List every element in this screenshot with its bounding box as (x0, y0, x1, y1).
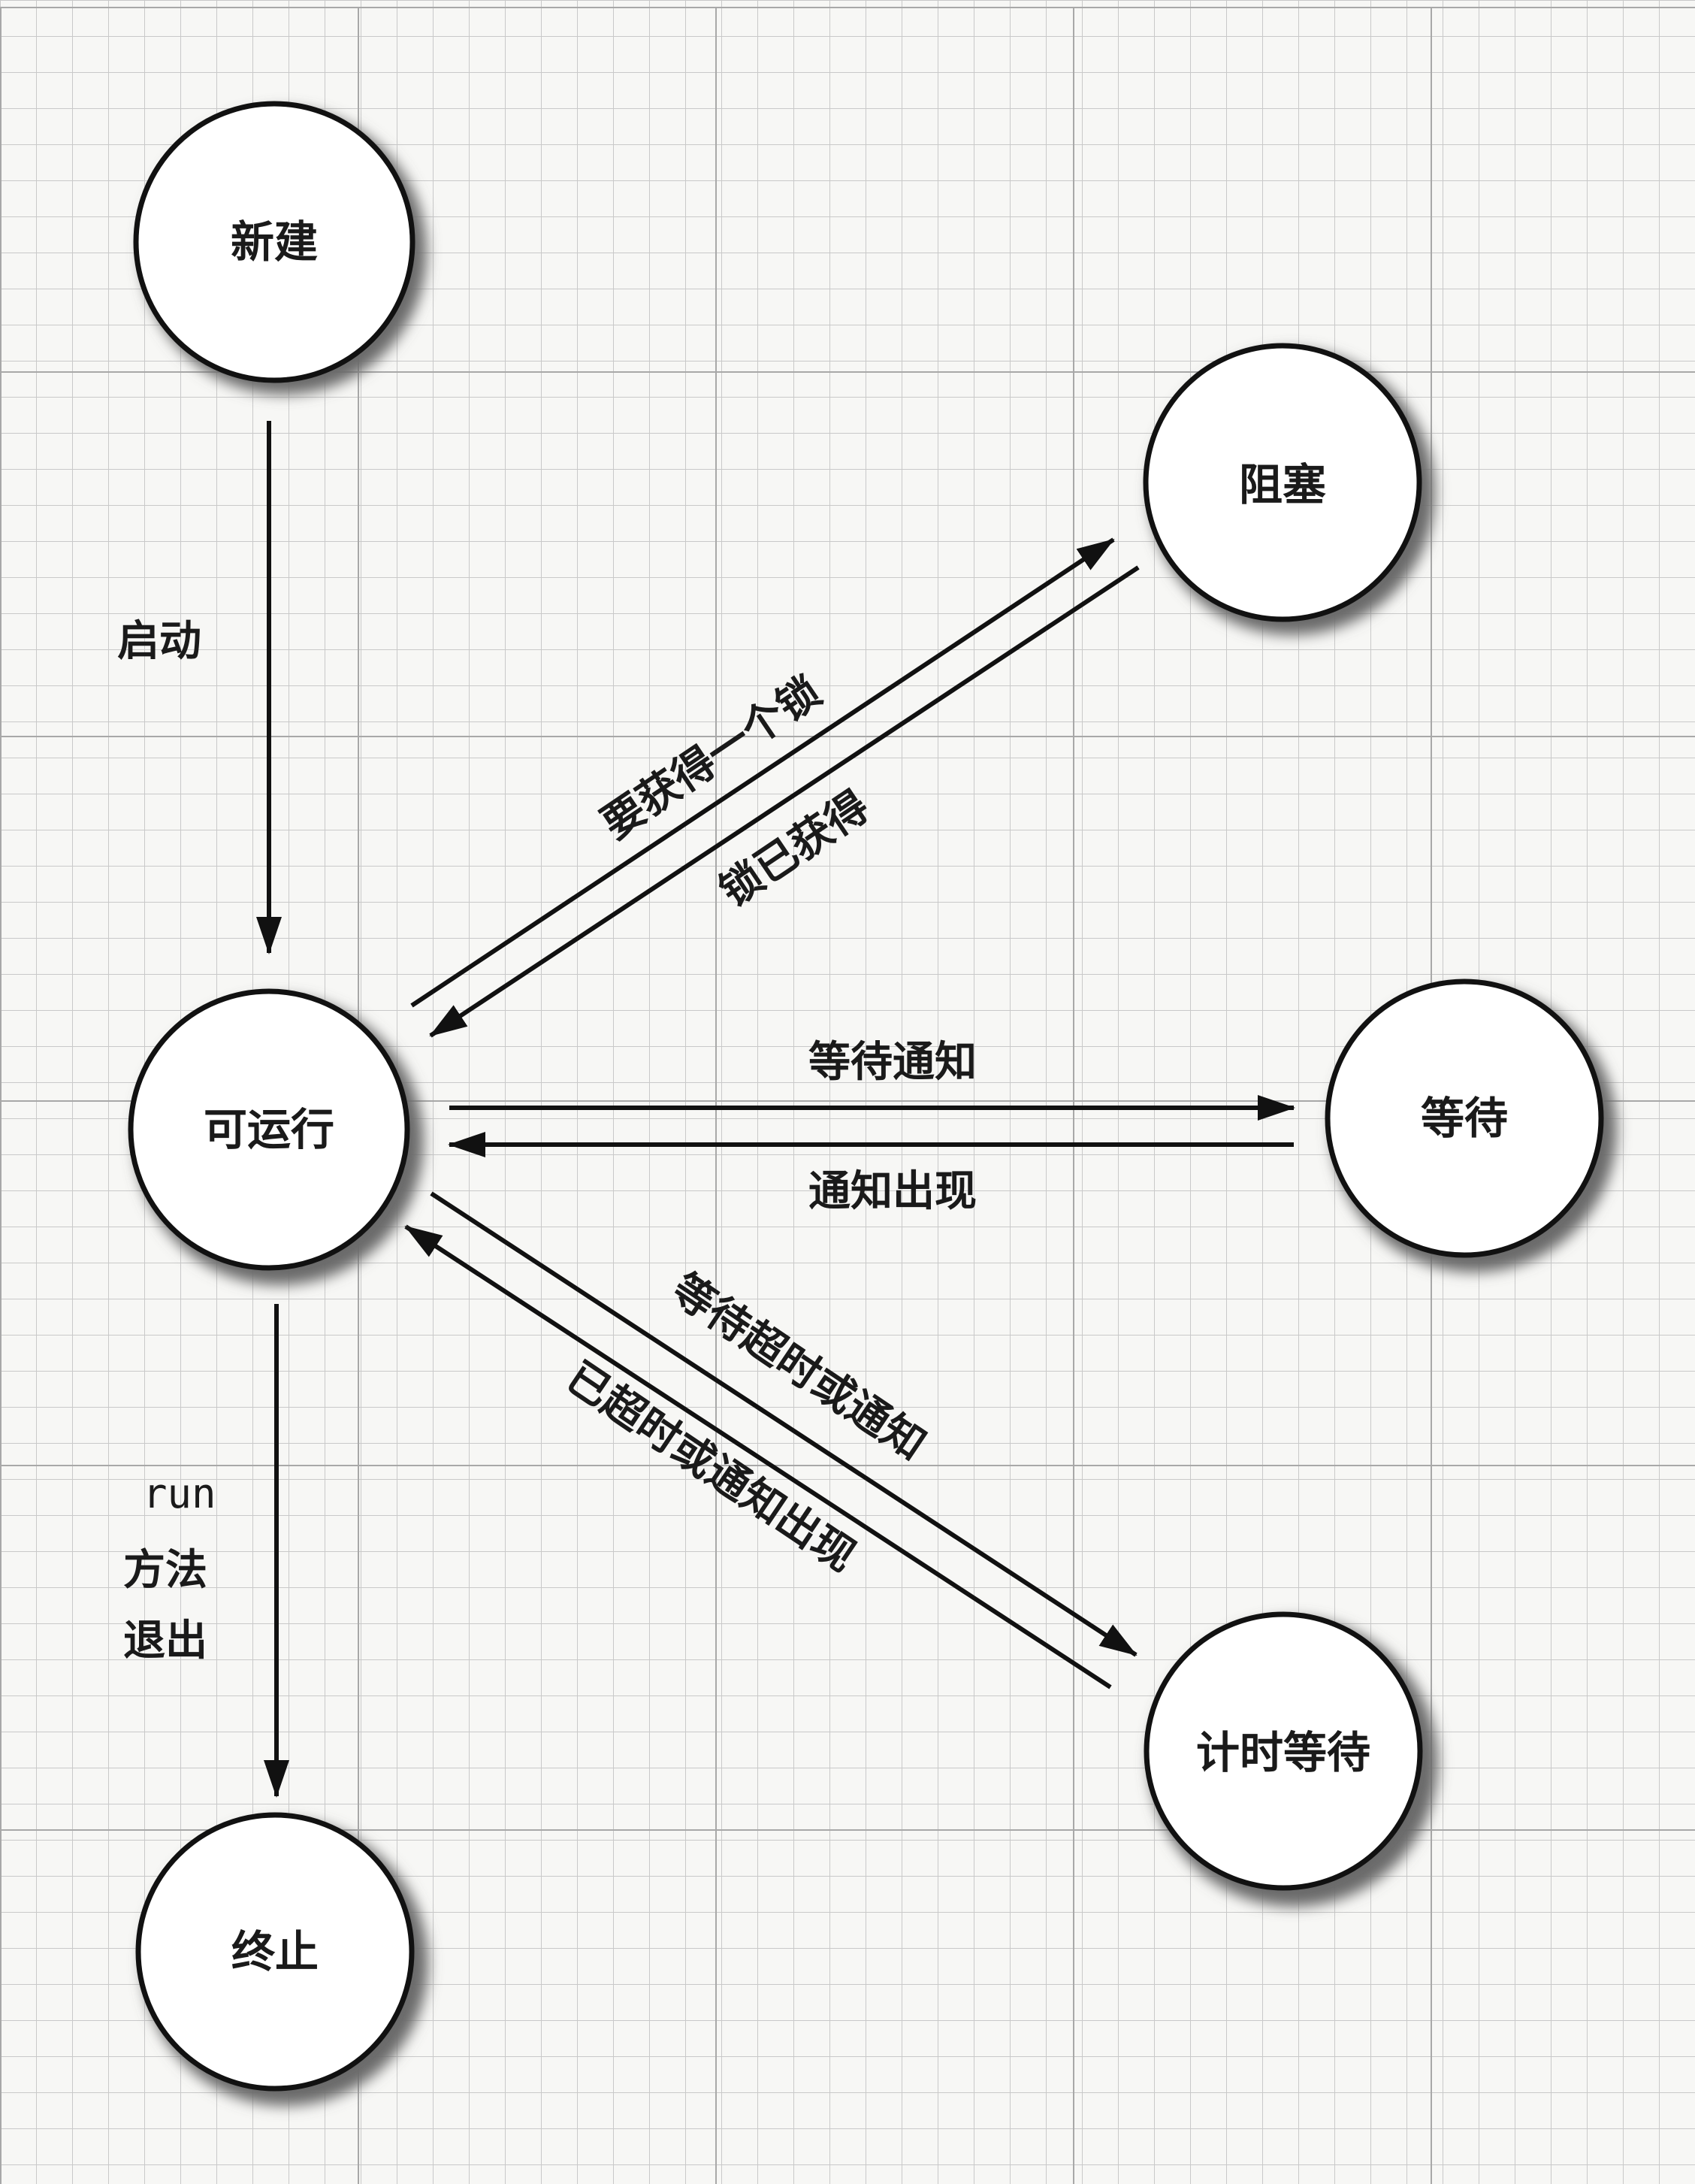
edge-lock-acquired (429, 565, 1140, 1038)
state-runnable-label: 可运行 (204, 1104, 334, 1155)
label-notified: 通知出现 (808, 1167, 977, 1216)
edge-timeout (404, 1224, 1112, 1689)
state-new-label: 新建 (231, 216, 318, 268)
state-blocked-label: 阻塞 (1239, 459, 1326, 510)
state-new: 新建 (133, 101, 427, 395)
label-run-exit-3: 退出 (123, 1617, 207, 1665)
label-start: 启动 (117, 617, 201, 666)
state-timed-waiting: 计时等待 (1144, 1611, 1438, 1907)
state-terminated-label: 终止 (231, 1926, 319, 1977)
state-runnable: 可运行 (128, 988, 424, 1285)
state-waiting: 等待 (1325, 979, 1617, 1272)
label-wait-notify: 等待通知 (808, 1038, 977, 1087)
state-blocked: 阻塞 (1143, 343, 1435, 635)
label-run-exit-2: 方法 (123, 1546, 207, 1595)
edge-timed-wait (430, 1191, 1138, 1657)
state-waiting-label: 等待 (1421, 1093, 1508, 1144)
edge-acquire-lock (410, 537, 1115, 1008)
state-terminated: 终止 (135, 1812, 428, 2106)
label-run-exit-1: run (143, 1470, 216, 1517)
state-timed-waiting-label: 计时等待 (1196, 1727, 1370, 1778)
